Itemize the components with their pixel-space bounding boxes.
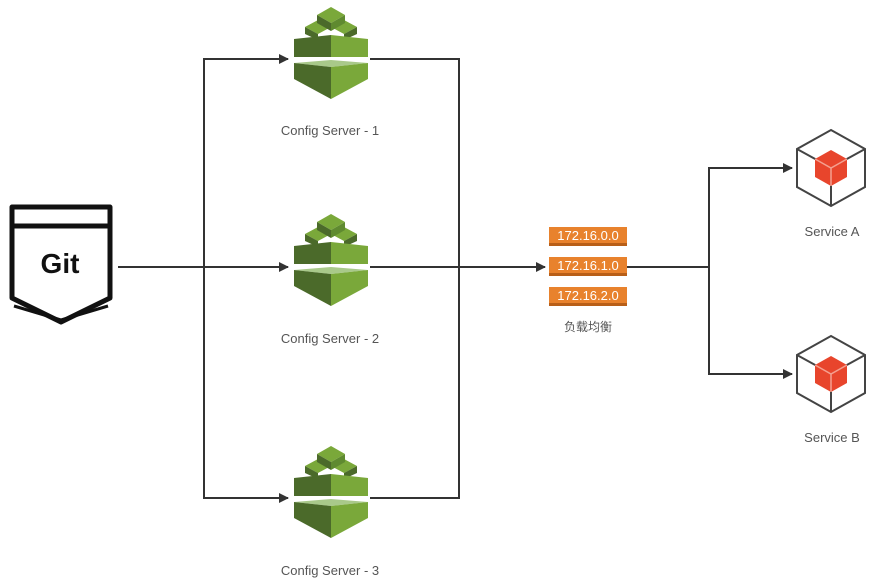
edge-git-to-config-1 (203, 54, 289, 267)
git-repository-icon[interactable] (9, 204, 113, 325)
edge-config-1-out (370, 58, 460, 499)
load-balancer-label: 负载均衡 (563, 320, 613, 334)
config-server-3-label: Config Server - 3 (280, 563, 380, 578)
git-label: Git (40, 248, 80, 279)
service-b-icon[interactable] (796, 334, 866, 414)
service-a-label: Service A (804, 224, 860, 239)
config-server-1-label: Config Server - 1 (280, 123, 380, 138)
lb-address-1: 172.16.0.0 (549, 227, 627, 246)
config-server-3-icon[interactable] (294, 446, 368, 538)
edge-lb-to-service-a (708, 163, 793, 267)
lb-address-3: 172.16.2.0 (549, 287, 627, 306)
config-server-1-icon[interactable] (294, 7, 368, 99)
service-a-icon[interactable] (796, 128, 866, 208)
connectors (118, 54, 793, 503)
service-b-label: Service B (804, 430, 860, 445)
edge-lb-to-service-b (708, 267, 793, 379)
edge-git-to-config-3 (203, 267, 289, 503)
config-server-2-icon[interactable] (294, 214, 368, 306)
lb-address-2: 172.16.1.0 (549, 257, 627, 276)
config-server-2-label: Config Server - 2 (280, 331, 380, 346)
